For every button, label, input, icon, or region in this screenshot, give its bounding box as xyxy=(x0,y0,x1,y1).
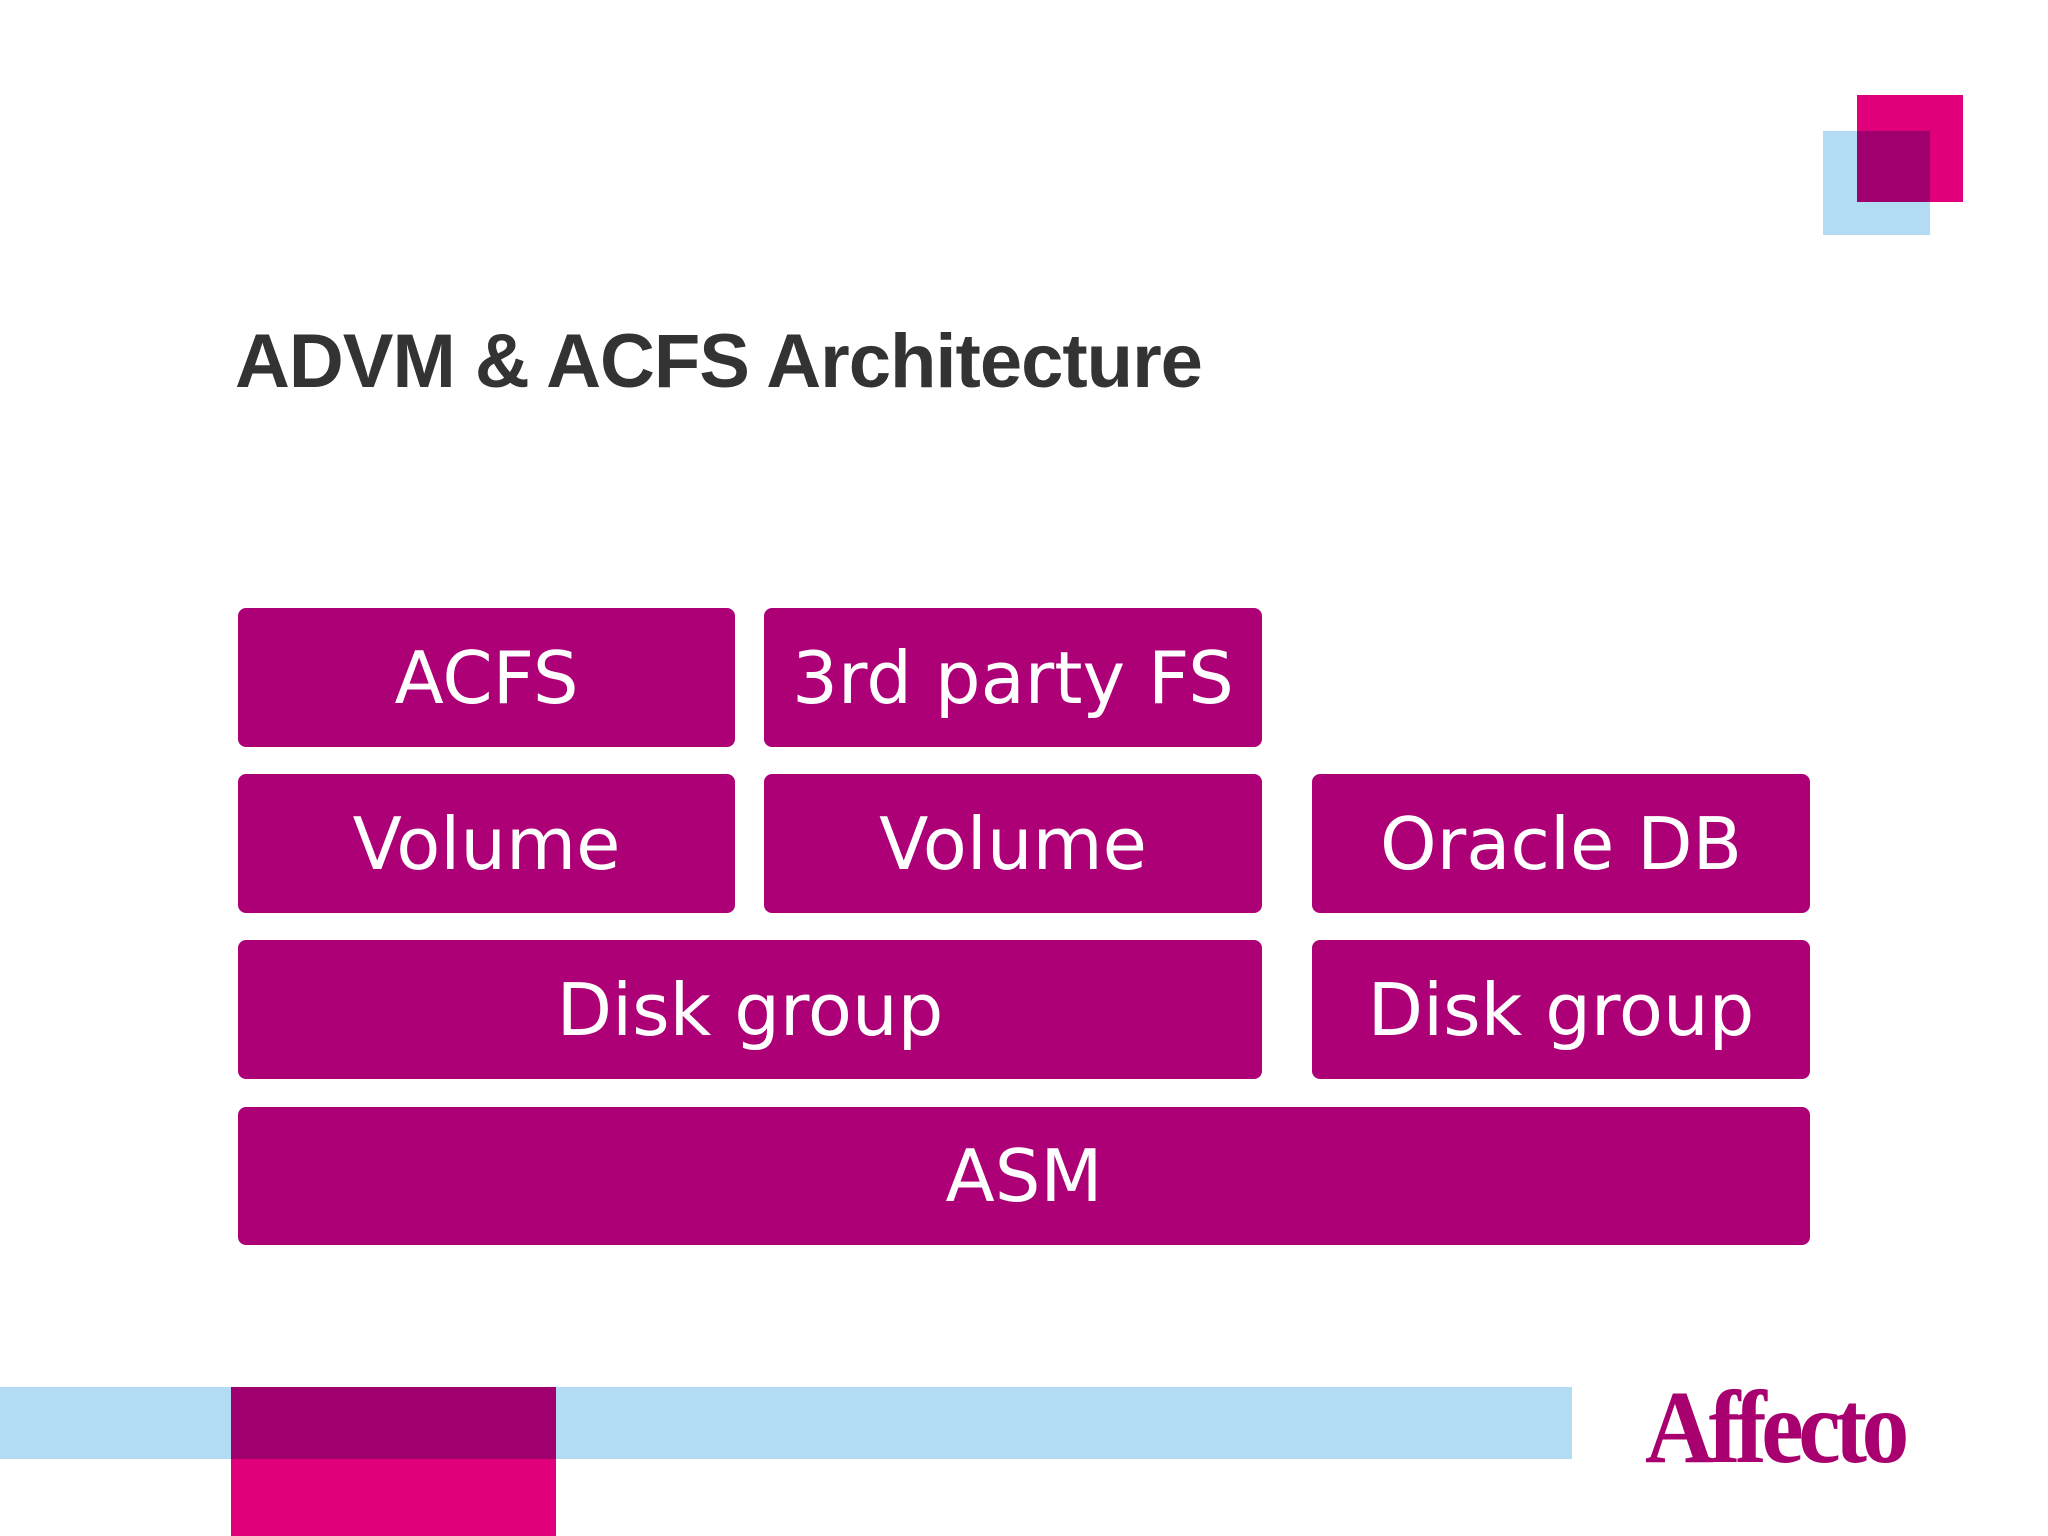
box-third-party-fs: 3rd party FS xyxy=(764,608,1262,747)
affecto-logo: Affecto xyxy=(1645,1370,1909,1485)
box-acfs: ACFS xyxy=(238,608,735,747)
box-disk-group-1: Disk group xyxy=(238,940,1262,1079)
box-volume-2: Volume xyxy=(764,774,1262,913)
box-volume-1: Volume xyxy=(238,774,735,913)
box-disk-group-2: Disk group xyxy=(1312,940,1810,1079)
box-asm: ASM xyxy=(238,1107,1810,1245)
decor-square-overlap xyxy=(1857,131,1930,202)
box-oracle-db: Oracle DB xyxy=(1312,774,1810,913)
footer-block-overlap xyxy=(231,1387,556,1459)
slide-title: ADVM & ACFS Architecture xyxy=(235,319,1203,404)
